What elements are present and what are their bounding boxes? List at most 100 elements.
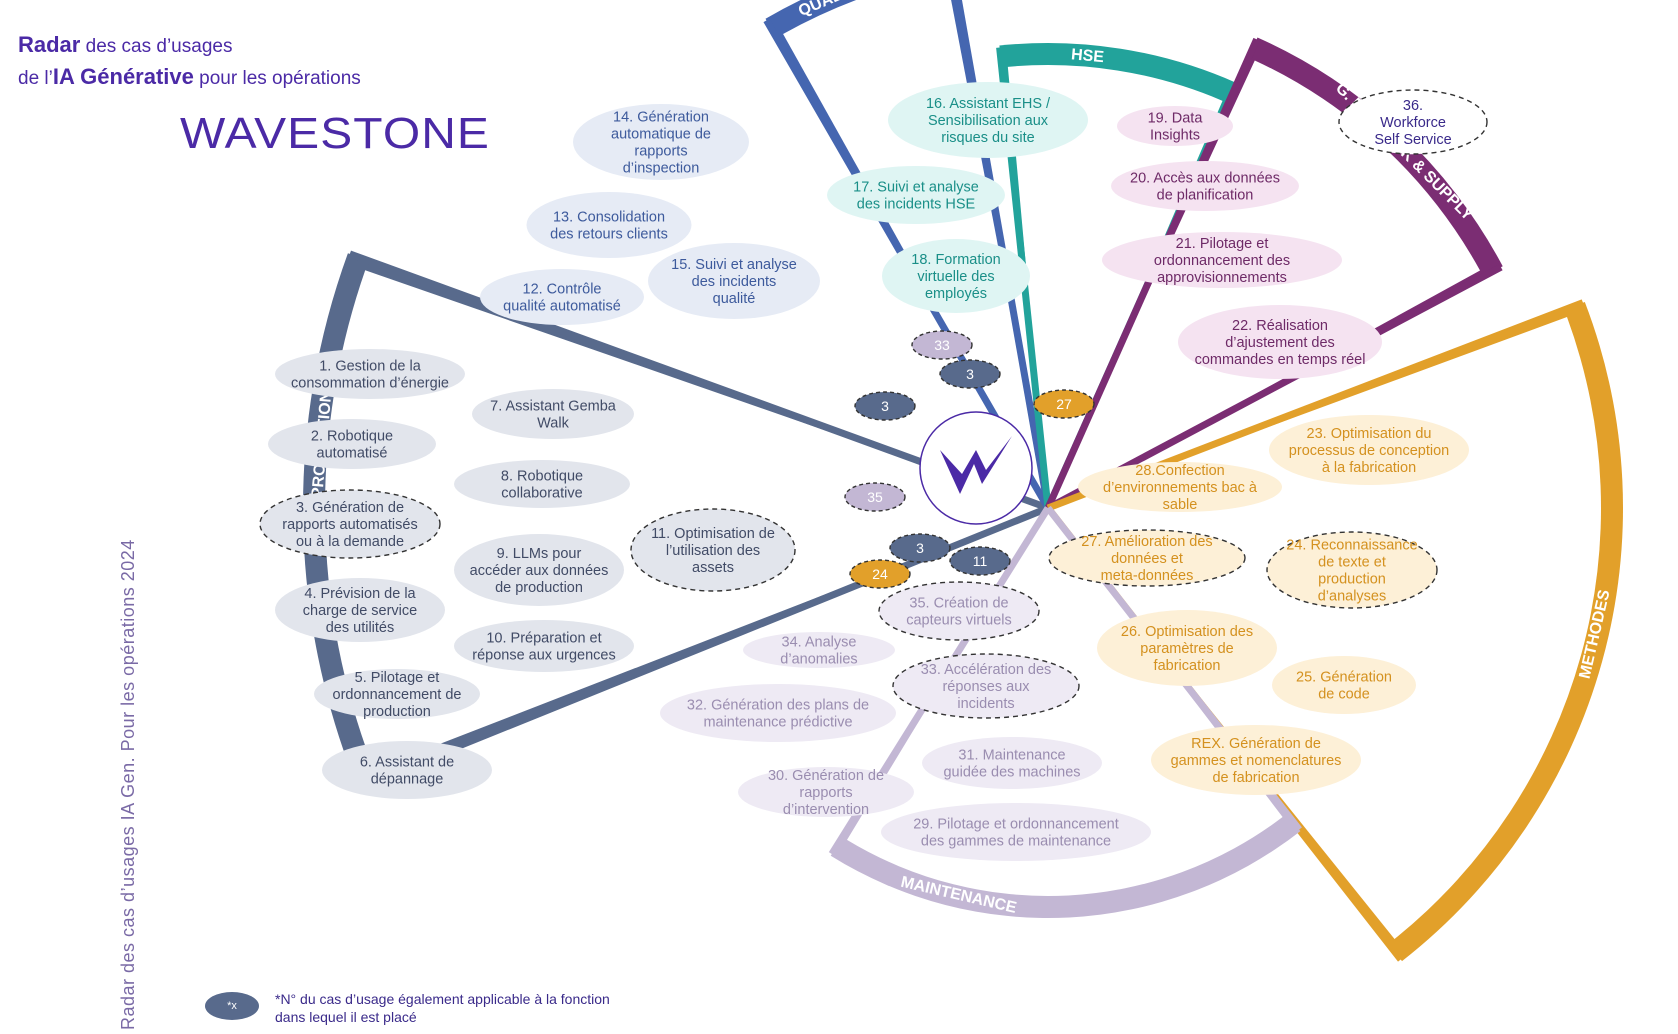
wavestone-w-icon bbox=[940, 436, 1012, 494]
use-case-bubble bbox=[881, 803, 1151, 861]
cross-ref-chip: 27 bbox=[1033, 389, 1095, 419]
center-logo bbox=[919, 411, 1033, 525]
use-case-bubble bbox=[275, 578, 445, 642]
cross-ref-chip-label: 3 bbox=[881, 398, 889, 414]
use-case-bubble bbox=[268, 419, 436, 469]
cross-ref-chip-label: 24 bbox=[872, 566, 888, 582]
use-case-bubble bbox=[275, 349, 465, 399]
use-case-bubble bbox=[630, 508, 796, 592]
title-line-2: de l’IA Générative pour les opérations bbox=[18, 62, 361, 94]
use-case-bubble bbox=[1097, 610, 1277, 686]
cross-ref-chip-shape bbox=[911, 330, 973, 360]
use-case-bubble bbox=[660, 684, 896, 742]
use-case-bubble bbox=[743, 632, 895, 668]
sector-edge-qualite-1 bbox=[954, 0, 1052, 509]
cross-ref-chip: 3 bbox=[854, 391, 916, 421]
use-case-bubble bbox=[888, 82, 1088, 158]
use-case-bubble bbox=[738, 767, 914, 817]
use-case-bubble bbox=[1117, 106, 1233, 146]
use-case-bubble bbox=[892, 653, 1080, 719]
cross-ref-chip: 3 bbox=[889, 533, 951, 563]
use-case-bubble bbox=[314, 669, 480, 719]
use-case-bubble bbox=[454, 460, 630, 508]
page-title: Radar des cas d’usages de l’IA Générativ… bbox=[18, 30, 361, 94]
use-case-bubble bbox=[1111, 161, 1299, 211]
title-radar: Radar bbox=[18, 32, 81, 57]
use-case-bubble bbox=[882, 239, 1030, 313]
use-case-bubble bbox=[322, 741, 492, 799]
title-ia-generative: IA Générative bbox=[52, 64, 194, 89]
cross-ref-chip-shape bbox=[949, 546, 1011, 576]
use-case-bubble bbox=[1272, 656, 1416, 714]
cross-ref-chip-label: 11 bbox=[973, 553, 988, 569]
title-line2-pre: de l’ bbox=[18, 68, 53, 89]
cross-ref-chip-label: 3 bbox=[916, 540, 924, 556]
use-case-bubble bbox=[454, 534, 624, 606]
use-case-bubble bbox=[259, 489, 441, 559]
use-case-bubble bbox=[878, 581, 1040, 641]
cross-ref-chip: 35 bbox=[844, 482, 906, 512]
use-case-bubble bbox=[827, 166, 1005, 224]
use-case-bubble bbox=[1078, 462, 1282, 512]
cross-ref-chip-label: 27 bbox=[1056, 396, 1072, 412]
cross-ref-chip: 24 bbox=[849, 559, 911, 589]
use-case-bubble bbox=[573, 104, 749, 180]
cross-ref-chip-shape bbox=[849, 559, 911, 589]
use-case-bubble bbox=[1338, 89, 1488, 155]
wavestone-logo: WAVESTONE bbox=[180, 109, 489, 158]
